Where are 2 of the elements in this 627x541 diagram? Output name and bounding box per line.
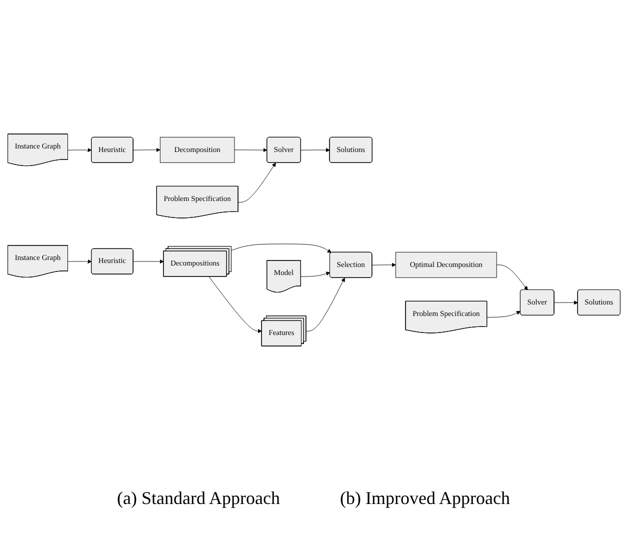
- caption: (a) Standard Approach: [117, 488, 280, 509]
- caption: (b) Improved Approach: [340, 488, 510, 509]
